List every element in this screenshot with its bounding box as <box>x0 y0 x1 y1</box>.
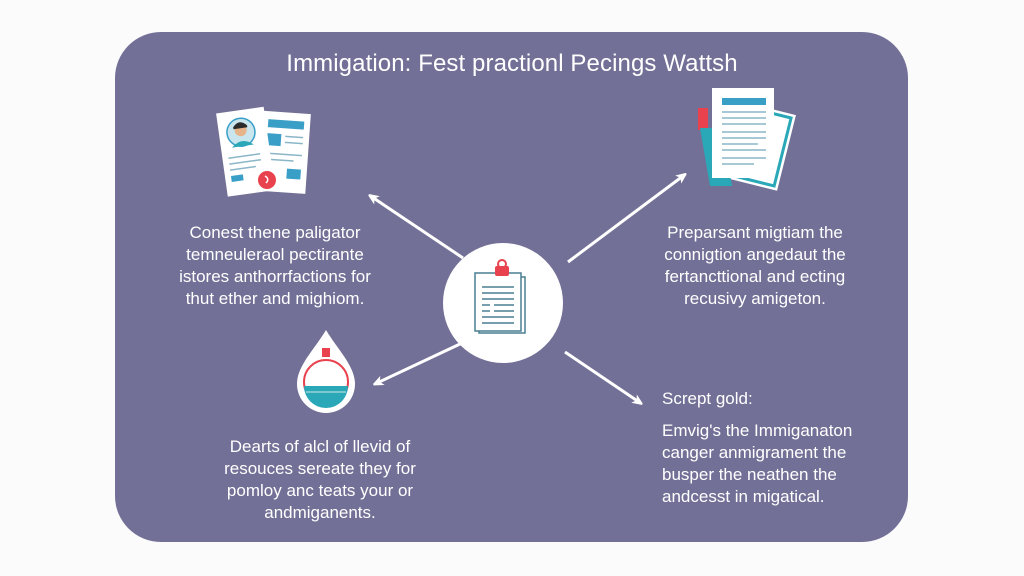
text-line: fertancttional and ecting <box>664 267 846 286</box>
text-line: connigtion angedaut the <box>664 245 846 264</box>
arrow-top-left <box>372 197 464 260</box>
text-line: thut ether and mighiom. <box>185 289 365 308</box>
clipboard-document-icon <box>443 243 563 363</box>
water-drop-flask-icon <box>297 330 355 413</box>
text-line: busper the neathen the <box>662 465 837 484</box>
paper-stack-icon <box>698 88 796 191</box>
passport-documents-icon <box>216 106 311 197</box>
text-line: andmiganents. <box>264 503 376 522</box>
text-line: pomloy anc teats your or <box>226 481 414 500</box>
text-line: resouces sereate they for <box>224 459 416 478</box>
text-line: Preparsant migtiam the <box>667 223 843 242</box>
diagram-title: Immigation: Fest practionl Pecings Watts… <box>286 50 738 77</box>
text-line: canger anmigrament the <box>662 443 847 462</box>
text-line: Emvig's the Immiganaton <box>662 421 853 440</box>
node-text-bottom-right: Scrept gold: Emvig's the Immiganaton can… <box>662 388 862 508</box>
arrow-top-right <box>567 176 683 264</box>
text-line: andcesst in migatical. <box>662 487 825 506</box>
node-text-bottom-left: Dearts of alcl of llevid of resouces ser… <box>210 436 430 524</box>
text-line: recusivy amigeton. <box>684 289 826 308</box>
arrow-bottom-right <box>564 350 639 402</box>
arrow-bottom-left <box>377 342 461 383</box>
text-line: temneuleraol pectirante <box>186 245 364 264</box>
text-line: Dearts of alcl of llevid of <box>229 437 411 456</box>
text-line: istores anthorrfactions for <box>179 267 371 286</box>
node-heading: Scrept gold: <box>662 389 753 408</box>
node-text-top-right: Preparsant migtiam the connigtion angeda… <box>640 222 870 310</box>
node-text-top-left: Conest thene paligator temneuleraol pect… <box>160 222 390 310</box>
text-line: Conest thene paligator <box>189 223 361 242</box>
